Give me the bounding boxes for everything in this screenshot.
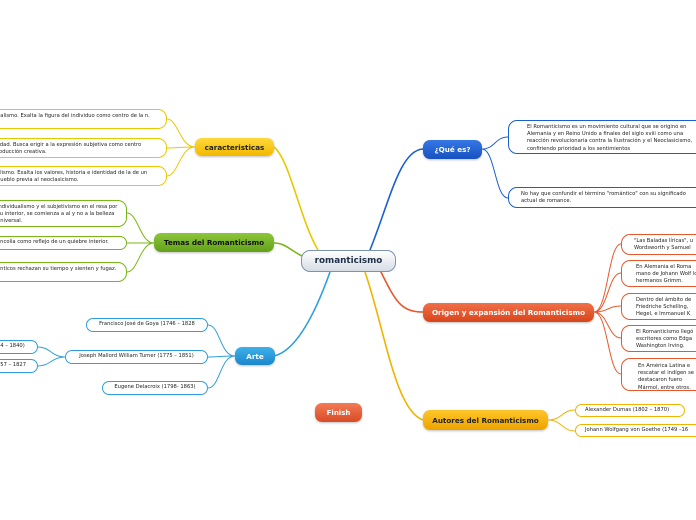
origen-item-1[interactable]: "Las Baladas líricas", u Wordsworth y Sa… [621, 234, 696, 255]
arte-item-turner[interactable]: Joseph Mallord William Turner (1775 – 18… [65, 350, 208, 364]
origen-item-4[interactable]: El Romanticismo llegó escritores como Ed… [621, 325, 696, 352]
arte-subitem-1[interactable]: 74 – 1840) [0, 340, 38, 354]
caracteristicas-item-3[interactable]: alismo. Exalta los valores, historia e i… [0, 166, 167, 186]
arte-item-delacroix[interactable]: Eugene Delacroix (1798- 1863) [102, 381, 208, 395]
topic-origen-y-expansion[interactable]: Origen y expansión del Romanticismo [423, 303, 594, 322]
caracteristicas-item-2[interactable]: lidad. Busca erigir a la expresión subje… [0, 138, 167, 158]
finish-button[interactable]: Finish [315, 403, 362, 422]
origen-item-3[interactable]: Dentro del ámbito de Friedriche Schellin… [621, 293, 696, 320]
temas-item-2[interactable]: ancolía como reflejo de un quiebre inter… [0, 236, 127, 250]
origen-item-2[interactable]: En Alemania el Roma mano de Johann Wolf … [621, 260, 696, 287]
origen-item-5[interactable]: En América Latina e rescatar el indígen … [621, 358, 696, 391]
arte-subitem-2[interactable]: 757 – 1827 [0, 359, 38, 373]
temas-item-1[interactable]: individualismo y el subjetivismo en el r… [0, 200, 127, 227]
que-es-note[interactable]: No hay que confundir el término "románti… [508, 187, 696, 208]
topic-temas-del-romanticismo[interactable]: Temas del Romanticismo [154, 233, 274, 252]
topic-arte[interactable]: Arte [235, 347, 275, 365]
autor-dumas[interactable]: Alexander Dumas (1802 – 1870) [575, 404, 685, 417]
caracteristicas-item-1[interactable]: ualismo. Exalta la figura del individuo … [0, 109, 167, 129]
topic-autores-del-romanticismo[interactable]: Autores del Romanticismo [423, 410, 548, 430]
topic-caracteristicas[interactable]: caracteristicas [195, 138, 274, 156]
arte-item-goya[interactable]: Francisco José de Goya (1746 – 1828 [86, 318, 208, 332]
topic-que-es[interactable]: ¿Qué es? [423, 140, 482, 159]
central-topic[interactable]: romanticismo [301, 250, 396, 272]
temas-item-3[interactable]: ánticos rechazan su tiempo y sienten y f… [0, 262, 127, 282]
que-es-definition[interactable]: El Romanticismo es un movimiento cultura… [508, 120, 696, 154]
autor-goethe[interactable]: Johann Wolfgang von Goethe (1749 –16 [575, 424, 696, 437]
